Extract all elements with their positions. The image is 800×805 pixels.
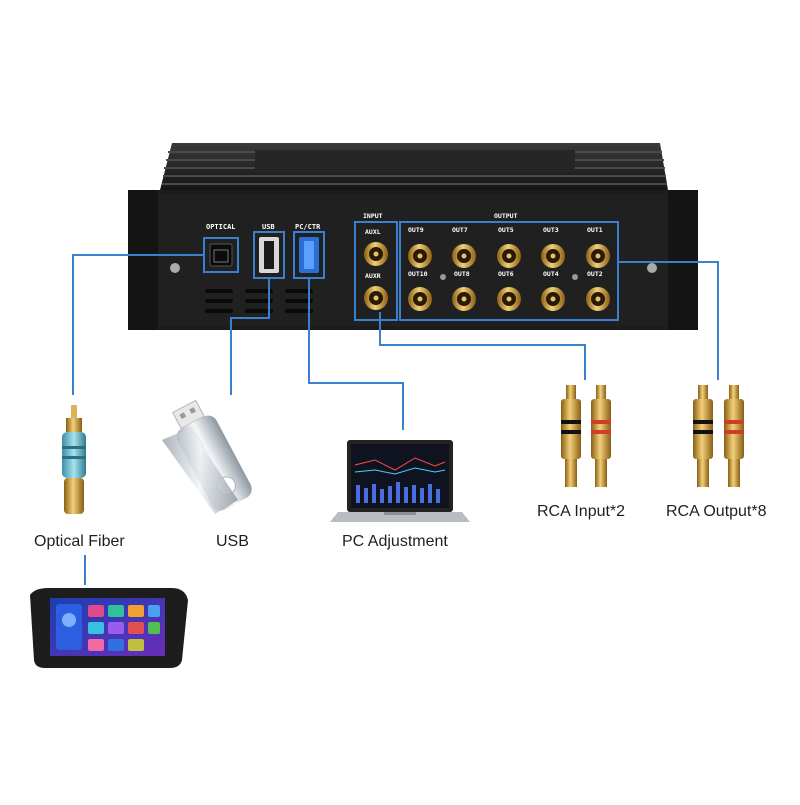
out-label: OUT1 <box>587 226 603 234</box>
dsp-amplifier-chassis: OPTICAL USB PC/CTR INPUT AUXL AUXR <box>128 143 698 330</box>
out-label: OUT5 <box>498 226 514 234</box>
rca-output-jacks <box>408 244 610 311</box>
aux-r-label: AUXR <box>365 272 381 280</box>
rca-input-plugs <box>561 385 611 487</box>
out-label: OUT10 <box>408 270 428 278</box>
rca-input-jack <box>364 242 388 266</box>
caption-optical-fiber: Optical Fiber <box>34 533 125 550</box>
output-highlight-box <box>399 221 619 321</box>
rca-input-jack <box>364 286 388 310</box>
out-label: OUT8 <box>454 270 470 278</box>
car-head-unit <box>30 588 188 668</box>
rca-output-plugs <box>693 385 744 487</box>
optical-port <box>209 243 233 267</box>
out-label: OUT7 <box>452 226 468 234</box>
connector-lines <box>72 254 719 585</box>
optical-port-label: OPTICAL <box>206 223 236 231</box>
screw-left <box>170 263 180 273</box>
out-label: OUT3 <box>543 226 559 234</box>
out-label: OUT2 <box>587 270 603 278</box>
caption-usb: USB <box>216 533 249 550</box>
caption-rca-output: RCA Output*8 <box>666 503 767 520</box>
out-label: OUT9 <box>408 226 424 234</box>
caption-rca-input: RCA Input*2 <box>537 503 626 520</box>
out-label: OUT4 <box>543 270 559 278</box>
usb-port-label: USB <box>262 223 275 231</box>
aux-l-label: AUXL <box>365 228 381 236</box>
laptop <box>330 440 470 522</box>
usb-flash-drive <box>162 399 252 514</box>
out-label: OUT6 <box>498 270 514 278</box>
optical-fiber-plug <box>62 405 86 514</box>
caption-pc-adjustment: PC Adjustment <box>342 533 448 550</box>
output-header-label: OUTPUT <box>494 212 518 220</box>
vent-slots <box>205 289 313 313</box>
pc-port-label: PC/CTR <box>295 223 321 231</box>
input-highlight-box <box>354 221 398 321</box>
screw-right <box>647 263 657 273</box>
input-header-label: INPUT <box>363 212 383 220</box>
